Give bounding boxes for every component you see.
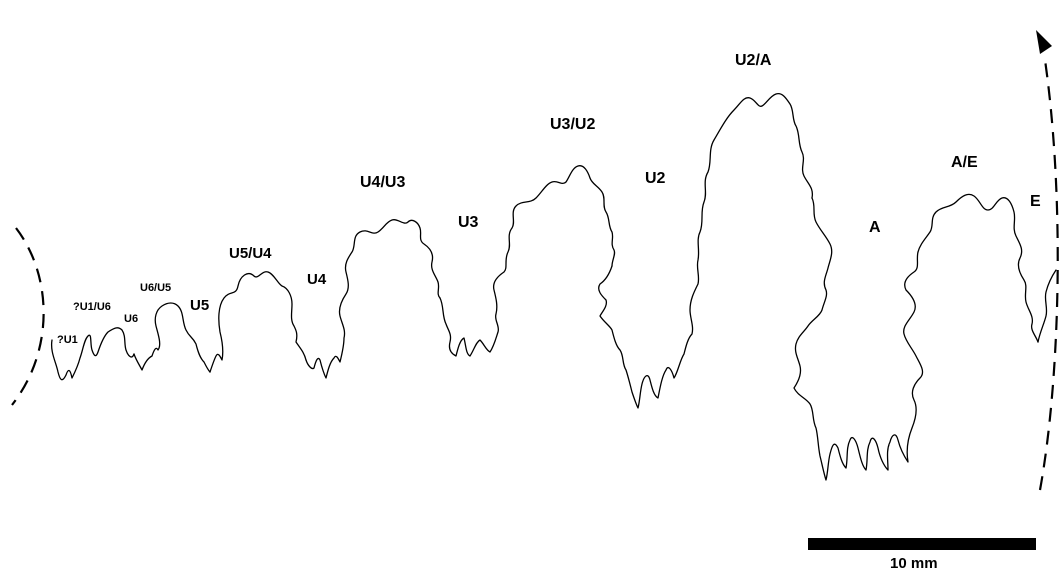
label-a: A — [869, 219, 881, 236]
label-u2: U2 — [645, 170, 666, 187]
label-u4-u3: U4/U3 — [360, 174, 406, 191]
suture-lobe-a — [793, 197, 924, 481]
suture-lobe-ae — [917, 193, 1039, 343]
arrowhead-icon — [1036, 30, 1052, 54]
label-u3: U3 — [458, 214, 479, 231]
suture-lobe-u5 — [209, 271, 307, 373]
label-u1-u6-questionable: ?U1/U6 — [73, 301, 111, 313]
suture-lobe-u6 — [133, 302, 211, 373]
label-u1-questionable: ?U1 — [57, 334, 78, 346]
label-u5: U5 — [190, 297, 210, 314]
suture-lobe-u3 — [439, 165, 616, 357]
scale-bar-label: 10 mm — [890, 555, 938, 572]
suture-lobe-u4 — [305, 219, 441, 379]
label-e: E — [1030, 193, 1041, 210]
label-u5-u4: U5/U4 — [229, 245, 272, 262]
label-a-e: A/E — [951, 154, 978, 171]
venter-line — [1038, 59, 1059, 491]
suture-lobe-u2 — [598, 92, 814, 409]
suture-lobe-e — [1037, 269, 1057, 343]
scale-bar — [808, 538, 1036, 550]
label-u6-u5: U6/U5 — [140, 282, 172, 294]
label-u4: U4 — [307, 271, 327, 288]
suture-lobe-u1 — [50, 327, 135, 381]
label-u2-a: U2/A — [735, 52, 772, 69]
umbilical-seam-line — [11, 227, 45, 406]
label-u6: U6 — [124, 313, 139, 325]
label-u3-u2: U3/U2 — [550, 116, 596, 133]
